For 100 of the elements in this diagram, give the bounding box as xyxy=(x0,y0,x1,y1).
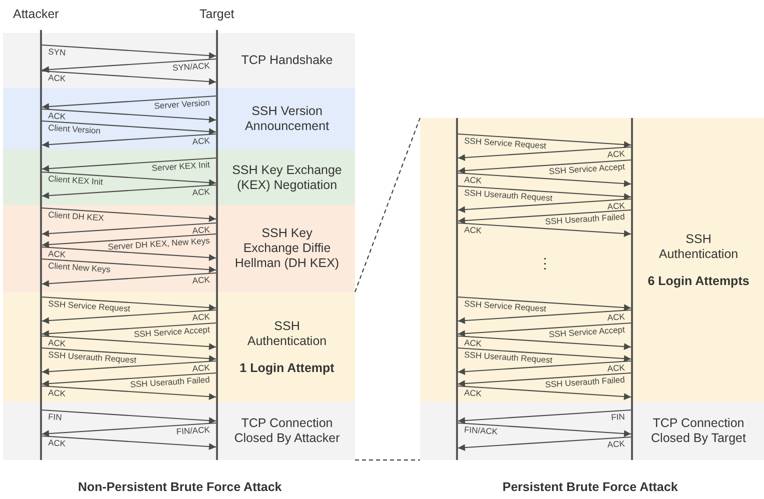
message-arrow xyxy=(458,360,632,376)
message-label: SSH Service Accept xyxy=(134,324,210,340)
attempt-count: 1 Login Attempt xyxy=(240,360,334,376)
message-arrow xyxy=(42,409,216,424)
attempt-count: 6 Login Attempts xyxy=(648,274,750,288)
message-label: ACK xyxy=(607,148,626,160)
message-label: SSH Userauth Request xyxy=(464,187,553,203)
message-label: FIN/ACK xyxy=(176,424,210,436)
message-arrow xyxy=(42,207,216,222)
message-arrow xyxy=(42,422,216,438)
lifeline xyxy=(456,118,458,460)
message-arrow xyxy=(42,309,216,324)
message-arrow xyxy=(42,296,216,312)
message-arrow xyxy=(42,171,216,186)
message-label: ACK xyxy=(48,110,66,122)
message-arrow xyxy=(42,120,216,136)
message-label: SSH Userauth Failed xyxy=(544,374,626,390)
phase-band xyxy=(219,292,355,402)
message-arrow xyxy=(458,296,632,312)
message-label: SSH Userauth Failed xyxy=(544,211,626,226)
message-arrow xyxy=(458,335,632,350)
message-arrow xyxy=(458,159,632,174)
message-label: ACK xyxy=(48,72,66,84)
message-arrow xyxy=(42,233,216,248)
phase-label: SSH Version Announcement xyxy=(244,104,330,134)
message-label: FIN xyxy=(48,411,62,422)
message-arrow xyxy=(42,435,216,450)
message-label: ACK xyxy=(607,438,626,450)
message-label: ACK xyxy=(192,274,210,286)
message-arrow xyxy=(458,347,632,362)
message-arrow xyxy=(458,422,632,438)
message-label: ACK xyxy=(464,387,482,398)
message-arrow xyxy=(458,322,632,338)
phase-band xyxy=(219,205,355,292)
phase-band xyxy=(633,118,764,402)
lifeline xyxy=(631,118,633,460)
phase-label: SSH Key Exchange (KEX) Negotiation xyxy=(231,162,343,192)
message-label: FIN xyxy=(610,411,626,422)
message-label: FIN/ACK xyxy=(464,424,498,436)
message-label: ACK xyxy=(607,200,626,212)
phase-band xyxy=(219,150,355,205)
message-label: SSH Service Accept xyxy=(548,161,626,176)
message-arrow xyxy=(42,272,216,288)
message-label: SSH Userauth Request xyxy=(48,349,137,365)
message-label: ACK xyxy=(48,337,66,348)
message-label: ACK xyxy=(464,174,482,186)
message-label: Client KEX Init xyxy=(48,173,104,187)
message-arrow xyxy=(458,172,632,188)
ellipsis: ⋮ xyxy=(538,256,552,271)
message-label: ACK xyxy=(192,362,210,374)
message-label: ACK xyxy=(192,224,210,236)
message-arrow xyxy=(42,335,216,350)
phase-band xyxy=(219,402,355,460)
message-arrow xyxy=(42,246,216,262)
message-arrow xyxy=(458,209,632,224)
phase-label: TCP Connection Closed By Attacker xyxy=(233,416,341,446)
message-label: Server Version xyxy=(154,97,210,111)
message-label: SSH Service Request xyxy=(464,298,547,314)
message-label: ACK xyxy=(192,186,210,198)
message-label: SYN/ACK xyxy=(172,60,210,73)
panel-caption: Persistent Brute Force Attack xyxy=(502,480,678,495)
phase-label: SSH Authentication xyxy=(246,318,328,348)
message-label: SSH Service Request xyxy=(464,135,547,151)
message-label: SSH Service Request xyxy=(48,298,131,314)
message-label: ACK xyxy=(464,337,482,348)
message-label: SYN xyxy=(48,46,66,58)
lifeline-label: Attacker xyxy=(13,7,59,22)
message-arrow xyxy=(458,185,632,200)
message-arrow xyxy=(42,70,216,86)
message-label: ACK xyxy=(48,437,66,448)
message-arrow xyxy=(42,222,216,238)
message-arrow xyxy=(42,184,216,200)
message-arrow xyxy=(42,133,216,148)
message-arrow xyxy=(42,372,216,388)
message-label: ACK xyxy=(192,135,210,146)
message-arrow xyxy=(458,222,632,238)
message-label: SSH Service Accept xyxy=(548,324,626,340)
phase-label: SSH Authentication xyxy=(658,232,740,262)
message-arrow xyxy=(42,108,216,124)
message-arrow xyxy=(42,157,216,172)
message-label: SSH Userauth Failed xyxy=(130,374,210,390)
message-arrow xyxy=(42,322,216,338)
message-arrow xyxy=(458,198,632,214)
message-arrow xyxy=(42,58,216,74)
phase-label: TCP Handshake xyxy=(241,53,333,68)
message-label: Client New Keys xyxy=(48,260,111,274)
lifeline xyxy=(216,30,218,460)
message-arrow xyxy=(42,95,216,110)
message-arrow xyxy=(458,146,632,162)
message-arrow xyxy=(458,309,632,324)
message-label: ACK xyxy=(607,362,626,374)
message-arrow xyxy=(42,44,216,60)
message-label: ACK xyxy=(192,311,210,322)
message-label: Server DH KEX, New Keys xyxy=(108,235,210,252)
message-arrow xyxy=(458,385,632,400)
lifeline-label: Target xyxy=(200,7,234,22)
message-arrow xyxy=(42,360,216,376)
message-label: Client DH KEX xyxy=(48,209,104,223)
phase-band xyxy=(219,33,355,88)
phase-label: SSH Key Exchange Diffie Hellman (DH KEX) xyxy=(234,226,340,271)
